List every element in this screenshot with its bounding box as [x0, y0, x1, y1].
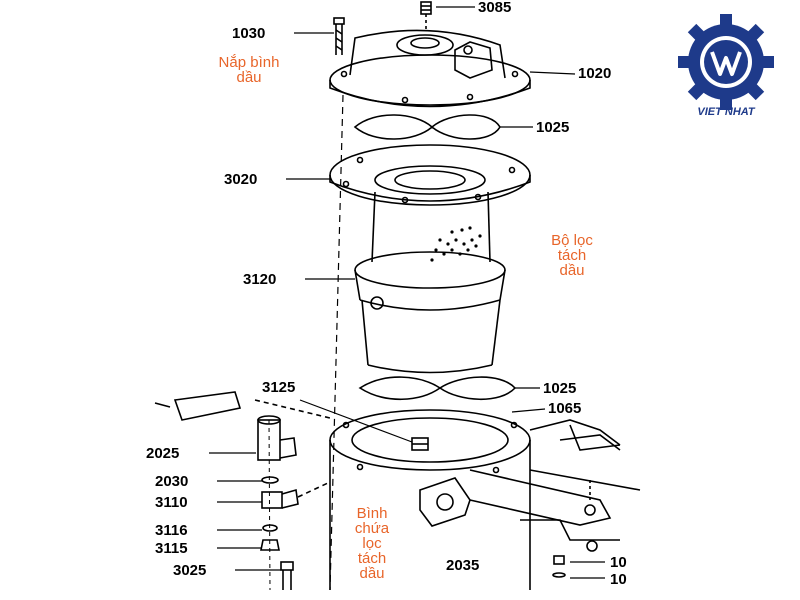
part-label-3110: 3110 [155, 494, 188, 511]
part-label-1025-upper: 1025 [536, 119, 570, 136]
note-separator-filter-line2: tách [557, 247, 587, 264]
assembly-axis [329, 94, 344, 591]
leader-lines [209, 6, 605, 579]
note-separator-tank-line3: lọc [362, 535, 382, 552]
part-label-1025-lower: 1025 [543, 380, 577, 397]
note-tank-lid-line1: Nắp bình [218, 54, 280, 71]
note-separator-filter: Bộ lọc tách dầu [530, 233, 614, 278]
note-separator-tank-line2: chứa [354, 520, 390, 537]
tank-lid-drawing [329, 29, 531, 108]
part-label-3020: 3020 [224, 171, 258, 188]
brand-logo-text: VIET NHAT [697, 106, 755, 118]
note-separator-filter-line1: Bộ lọc [551, 232, 593, 249]
o-ring-upper [353, 114, 501, 140]
part-label-2025: 2025 [146, 445, 180, 462]
flange-3020-drawing [329, 144, 531, 206]
part-label-3120: 3120 [243, 271, 277, 288]
note-separator-filter-line3: dầu [559, 262, 585, 279]
part-label-3085: 3085 [478, 0, 512, 16]
part-label-10-lower: 10 [610, 571, 627, 588]
note-separator-tank-line1: Bình [356, 505, 388, 522]
viet-nhat-logo-icon [678, 14, 774, 110]
note-separator-tank-line4: tách [357, 550, 387, 567]
part-label-3116: 3116 [155, 522, 188, 539]
fitting-3085 [420, 1, 432, 30]
part-label-3115: 3115 [155, 540, 188, 557]
bolt-1030 [333, 17, 345, 55]
part-label-1020: 1020 [578, 65, 612, 82]
part-label-3025: 3025 [173, 562, 207, 579]
left-fittings-drawing [154, 391, 331, 591]
note-tank-lid: Nắp bình dầu [192, 55, 306, 85]
brand-logo: VIET NHAT [676, 8, 776, 126]
separator-element-3120-drawing [354, 191, 506, 374]
part-label-3125: 3125 [262, 379, 296, 396]
part-label-2035: 2035 [446, 557, 480, 574]
part-label-2030: 2030 [155, 473, 189, 490]
part-label-1065: 1065 [548, 400, 582, 417]
note-separator-tank: Bình chứa lọc tách dầu [334, 506, 410, 581]
part-label-1030: 1030 [232, 25, 266, 42]
frame-drawing [469, 419, 641, 578]
note-tank-lid-line2: dầu [236, 69, 262, 86]
note-separator-tank-line5: dầu [359, 565, 385, 582]
o-ring-lower [358, 376, 517, 401]
separator-tank-drawing [329, 409, 531, 590]
part-label-10-upper: 10 [610, 554, 627, 571]
